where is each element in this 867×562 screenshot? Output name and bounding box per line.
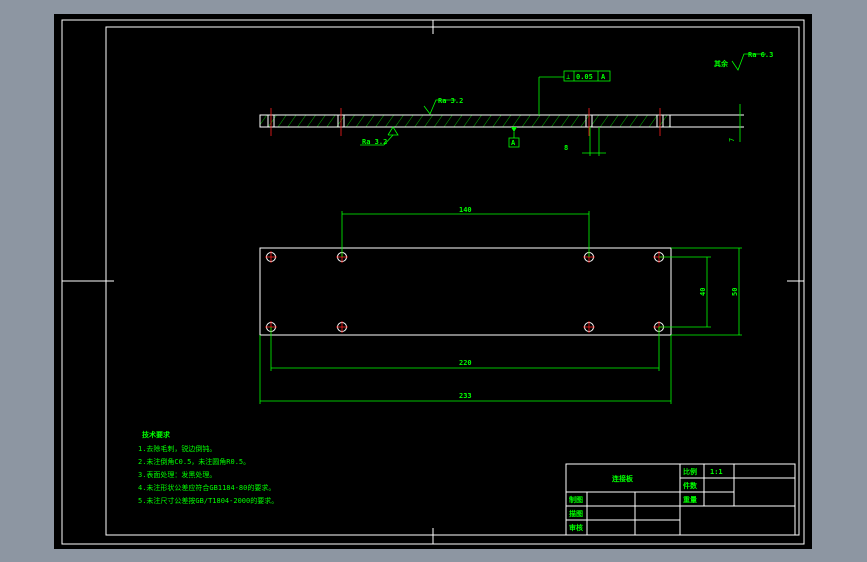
cad-viewport[interactable]: 7 Ra 3.2 Ra 3.2 ⊥ 0.05 A A 8	[54, 14, 812, 549]
dim-outer-height-label: 50	[731, 288, 739, 296]
tolerance-symbol: ⊥	[566, 73, 570, 81]
geometric-tolerance-frame: ⊥ 0.05 A	[538, 70, 611, 115]
tech-requirement-item: 2.未注倒角C0.5，未注圆角R0.5。	[138, 457, 250, 466]
title-qty-label: 件数	[683, 481, 698, 490]
dim-inner-height-label: 40	[699, 288, 707, 296]
top-view	[259, 247, 672, 336]
general-roughness: 其余 Ra 6.3	[714, 51, 773, 71]
dim-overall-length-label: 233	[459, 392, 472, 400]
dimension-50: 50	[671, 247, 742, 336]
dimension-233: 233	[259, 335, 672, 404]
hole	[583, 321, 595, 333]
datum-label: A	[511, 139, 516, 147]
roughness-symbol-top: Ra 3.2	[423, 97, 463, 115]
dimension-220: 220	[270, 327, 660, 371]
tech-requirement-item: 4.未注形状公差应符合GB1184-80的要求。	[138, 483, 275, 492]
tech-requirements: 技术要求 1.去除毛刺，锐边倒钝。 2.未注倒角C0.5，未注圆角R0.5。 3…	[138, 430, 278, 505]
general-roughness-value: Ra 6.3	[748, 51, 773, 59]
dim-top-label: 140	[459, 206, 472, 214]
tech-requirements-title: 技术要求	[142, 430, 171, 439]
dimension-40: 40	[659, 256, 711, 328]
roughness-symbol-bottom: Ra 3.2	[360, 126, 399, 146]
title-block: 连接板 比例 1:1 件数 重量 制图 描图 审核	[565, 463, 796, 536]
hole	[265, 251, 277, 263]
title-weight-label: 重量	[683, 495, 697, 504]
tech-requirement-item: 3.表面处理：发黑处理。	[138, 470, 216, 479]
title-drawn-label: 制图	[569, 495, 583, 504]
title-scale-label: 比例	[683, 467, 697, 476]
tech-requirement-item: 5.未注尺寸公差按GB/T1804-2000的要求。	[138, 496, 278, 505]
side-view: 7	[259, 104, 744, 142]
general-roughness-prefix: 其余	[714, 59, 729, 68]
title-scale-value: 1:1	[710, 468, 723, 476]
dim-hole-span-label: 220	[459, 359, 472, 367]
dimension-140: 140	[341, 206, 590, 257]
thickness-dimension: 8	[564, 127, 606, 156]
title-part-name: 连接板	[612, 474, 634, 483]
sheet-border	[61, 19, 805, 545]
roughness-bottom-label: Ra 3.2	[362, 138, 387, 146]
side-right-dim: 7	[728, 138, 736, 142]
hole	[336, 321, 348, 333]
roughness-top-label: Ra 3.2	[438, 97, 463, 105]
thickness-dim-label: 8	[564, 144, 568, 152]
drawing-canvas: 7 Ra 3.2 Ra 3.2 ⊥ 0.05 A A 8	[61, 19, 805, 545]
tech-requirement-item: 1.去除毛刺，锐边倒钝。	[138, 444, 216, 453]
datum-marker: A	[508, 127, 520, 148]
tolerance-datum: A	[601, 73, 606, 81]
title-approved-label: 审核	[569, 523, 583, 532]
title-checked-label: 描图	[569, 509, 583, 518]
tolerance-value: 0.05	[576, 73, 593, 81]
